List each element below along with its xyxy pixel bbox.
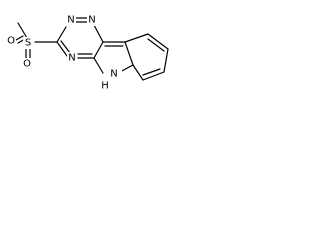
atom-sulfur: S: [25, 38, 31, 49]
atom-oxygen-top: O: [7, 36, 15, 47]
bond-c9-c8: [147, 33, 169, 50]
molecule-structure: O S O N N N N H: [6, 14, 169, 92]
atom-hydrogen-5: H: [101, 81, 109, 92]
bond-c9-c8-double: [147, 38, 165, 52]
bonds: [15, 17, 169, 81]
bond-c9b-c4a: [93, 41, 104, 59]
atom-nitrogen-2: N: [67, 15, 74, 26]
bond-c9a-c9: [124, 33, 149, 43]
bond-n4-c3-double: [60, 40, 71, 54]
bond-c3-n2: [56, 26, 67, 43]
atom-nitrogen-1: N: [88, 15, 95, 26]
bond-n4-c3: [56, 41, 68, 57]
bond-c7-c6-double: [142, 68, 161, 76]
atom-nitrogen-5: N: [110, 69, 117, 80]
bond-n1-c9b: [93, 24, 104, 43]
bond-s-o-top: [15, 35, 24, 41]
atom-oxygen-bottom: O: [23, 59, 31, 70]
bond-c7-c6: [142, 71, 165, 81]
bond-c6-c5a: [132, 64, 144, 81]
atom-labels: O S O N N N N H: [6, 14, 122, 92]
bond-c9a-c5a: [124, 41, 134, 66]
bond-methyl-s: [17, 22, 28, 39]
bond-n5-c4a: [93, 57, 104, 74]
bond-c8-c7: [163, 48, 169, 73]
atom-nitrogen-4: N: [68, 53, 75, 64]
